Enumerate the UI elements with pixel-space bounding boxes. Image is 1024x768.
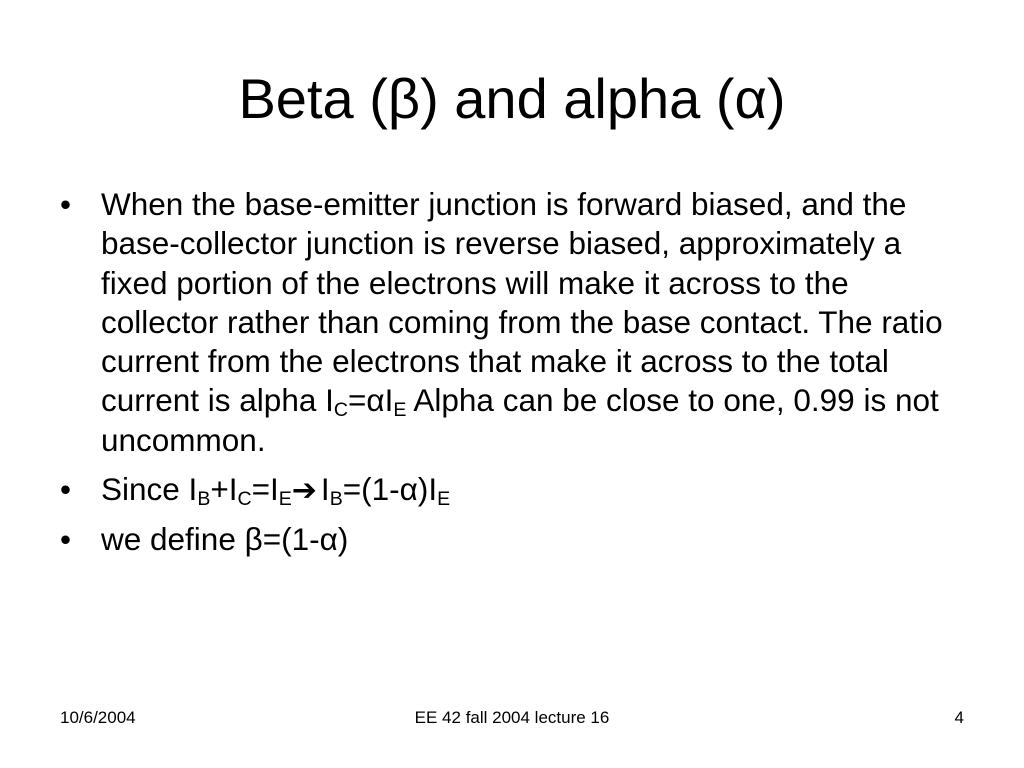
alpha-text-main: When the base-emitter junction is forwar…	[101, 186, 943, 419]
subscript-e: E	[278, 487, 292, 510]
beta-definition-text: we define β=(1-α)	[101, 521, 349, 558]
bullet-beta-definition: • we define β=(1-α)	[60, 520, 960, 559]
subscript-e: E	[393, 399, 407, 422]
bullet-marker: •	[60, 471, 72, 508]
slide-title: Beta (β) and alpha (α)	[238, 67, 786, 130]
slide-content: • When the base-emitter junction is forw…	[60, 185, 960, 570]
plus-i: +I	[210, 471, 238, 508]
subscript-e: E	[437, 487, 451, 510]
since-text: Since I	[101, 471, 198, 508]
right-arrow-icon: ➔	[291, 473, 317, 509]
subscript-c: C	[333, 399, 348, 422]
subscript-b: B	[197, 487, 211, 510]
ib-expression: =(1-α)I	[342, 471, 438, 508]
bullet-marker: •	[60, 521, 72, 558]
bullet-marker: •	[60, 186, 72, 222]
subscript-b: B	[329, 487, 343, 510]
bullet-alpha-definition: • When the base-emitter junction is forw…	[60, 185, 960, 460]
alpha-equation: =αI	[347, 382, 394, 419]
bullet-list: • When the base-emitter junction is forw…	[60, 185, 960, 560]
bullet-current-relation: • Since IB+IC=IE➔IB=(1-α)IE	[60, 470, 960, 510]
alpha-text-tail: Alpha can be close to one, 0.99 is not u…	[101, 382, 939, 458]
footer-date: 10/6/2004	[60, 708, 136, 727]
footer-course: EE 42 fall 2004 lecture 16	[414, 708, 610, 727]
equals-i: =I	[251, 471, 279, 508]
ib-text: I	[320, 471, 330, 508]
footer-page-number: 4	[954, 708, 964, 727]
subscript-c: C	[237, 487, 252, 510]
